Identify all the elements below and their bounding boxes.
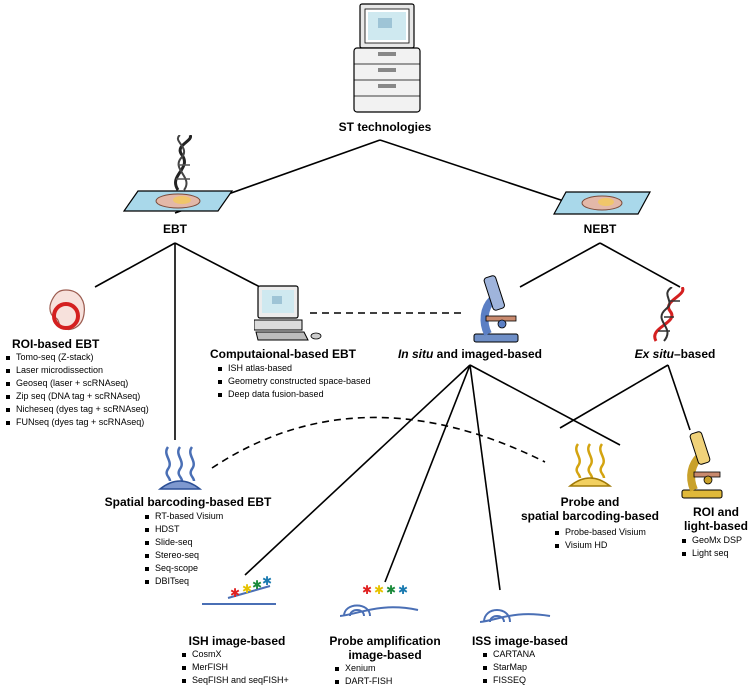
- list-item: Probe-based Visium: [555, 526, 646, 539]
- nebt-title: NEBT: [583, 222, 617, 236]
- iss-title: ISS image-based: [471, 634, 569, 648]
- list-item: FUNseq (dyes tag + scRNAseq): [6, 416, 149, 429]
- list-item: HDST: [145, 523, 223, 536]
- list-item: Light seq: [682, 547, 742, 560]
- list-item: DART-FISH: [335, 675, 392, 688]
- tissue-slide-icon: [552, 188, 652, 223]
- list-item: RT-based Visium: [145, 510, 223, 523]
- list-item: Xenium: [335, 662, 392, 675]
- edge-exsitu-probe: [559, 364, 669, 429]
- svg-text:✱: ✱: [374, 583, 384, 597]
- edge-exsitu-roilight: [667, 364, 691, 431]
- barcode-probe-icon: [566, 440, 614, 493]
- kidney-roi-icon: [44, 288, 88, 339]
- edge-nebt-insitu: [519, 242, 601, 288]
- probe-amp-title-line1: Probe amplification: [329, 634, 441, 648]
- roi-light-title: ROI and light-based: [676, 505, 756, 533]
- ish-title: ISH image-based: [188, 634, 286, 648]
- svg-text:✱: ✱: [230, 586, 240, 600]
- probe-spatial-title: Probe and spatial barcoding-based: [500, 495, 680, 523]
- svg-text:✱: ✱: [398, 583, 408, 597]
- barcode-probe-icon: [156, 443, 204, 496]
- probe-amp-title: Probe amplification image-based: [310, 634, 460, 662]
- list-item: Geoseq (laser + scRNAseq): [6, 377, 149, 390]
- computational-ebt-title: Computaional-based EBT: [210, 347, 357, 361]
- probe-strand-icon: ✱ ✱ ✱ ✱: [200, 572, 278, 613]
- list-item: SeqFISH and seqFISH+: [182, 674, 289, 687]
- spatial-barcoding-title: Spatial barcoding-based EBT: [104, 495, 272, 509]
- svg-text:✱: ✱: [252, 578, 262, 592]
- padlock-arch-icon: [479, 592, 552, 631]
- insitu-title: In situ and imaged-based: [397, 347, 543, 361]
- edge-insitu-ish: [244, 364, 471, 576]
- roi-ebt-list: Tomo-seq (Z-stack) Laser microdissection…: [6, 351, 149, 429]
- list-item: CARTANA: [483, 648, 535, 661]
- edge-nebt-exsitu: [599, 242, 681, 288]
- list-item: Stereo-seq: [145, 549, 223, 562]
- list-item: ISH atlas-based: [218, 362, 371, 375]
- list-item: FISSEQ: [483, 674, 535, 687]
- probe-spatial-title-line2: spatial barcoding-based: [520, 509, 660, 523]
- dna-strand-icon: [646, 286, 694, 348]
- edge-dashed-spatial-probe: [211, 416, 546, 469]
- list-item: Seq-scope: [145, 562, 223, 575]
- probe-amp-title-line2: image-based: [348, 648, 422, 662]
- list-item: Visium HD: [555, 539, 646, 552]
- ebt-title: EBT: [163, 222, 187, 236]
- ish-list: CosmX MerFISH SeqFISH and seqFISH+: [182, 648, 289, 687]
- svg-text:✱: ✱: [362, 583, 372, 597]
- probe-spatial-list: Probe-based Visium Visium HD: [555, 526, 646, 552]
- edge-ebt-roi: [94, 242, 176, 288]
- edge-insitu-amp: [384, 364, 471, 583]
- roi-light-list: GeoMx DSP Light seq: [682, 534, 742, 560]
- roi-light-title-line1: ROI and: [692, 505, 739, 519]
- list-item: Laser microdissection: [6, 364, 149, 377]
- list-item: CosmX: [182, 648, 289, 661]
- list-item: Tomo-seq (Z-stack): [6, 351, 149, 364]
- root-title: ST technologies: [338, 120, 432, 134]
- list-item: Nicheseq (dyes tag + scRNAseq): [6, 403, 149, 416]
- list-item: GeoMx DSP: [682, 534, 742, 547]
- sequencer-icon: [352, 2, 422, 119]
- roi-light-title-line2: light-based: [683, 519, 748, 533]
- svg-text:✱: ✱: [262, 574, 272, 588]
- probe-spatial-title-line1: Probe and: [560, 495, 620, 509]
- computational-ebt-list: ISH atlas-based Geometry constructed spa…: [218, 362, 371, 401]
- svg-text:✱: ✱: [242, 582, 252, 596]
- svg-text:✱: ✱: [386, 583, 396, 597]
- microscope-icon: [468, 272, 526, 349]
- amplification-arch-icon: ✱ ✱ ✱ ✱: [339, 580, 420, 623]
- list-item: Slide-seq: [145, 536, 223, 549]
- tissue-slide-dna-icon: [120, 134, 240, 220]
- list-item: MerFISH: [182, 661, 289, 674]
- list-item: StarMap: [483, 661, 535, 674]
- list-item: Deep data fusion-based: [218, 388, 371, 401]
- list-item: Zip seq (DNA tag + scRNAseq): [6, 390, 149, 403]
- edge-insitu-probe: [469, 364, 621, 446]
- spatial-barcoding-list: RT-based Visium HDST Slide-seq Stereo-se…: [145, 510, 223, 588]
- edge-ebt-comp: [174, 242, 261, 288]
- list-item: DBITseq: [145, 575, 223, 588]
- iss-list: CARTANA StarMap FISSEQ: [483, 648, 535, 687]
- computer-icon: [253, 284, 324, 347]
- exsitu-title: Ex situ–based: [634, 347, 716, 361]
- light-microscope-icon: [680, 428, 726, 505]
- edge-insitu-iss: [469, 364, 501, 591]
- roi-ebt-title: ROI-based EBT: [12, 337, 100, 351]
- probe-amp-list: Xenium DART-FISH: [335, 662, 392, 688]
- list-item: Geometry constructed space-based: [218, 375, 371, 388]
